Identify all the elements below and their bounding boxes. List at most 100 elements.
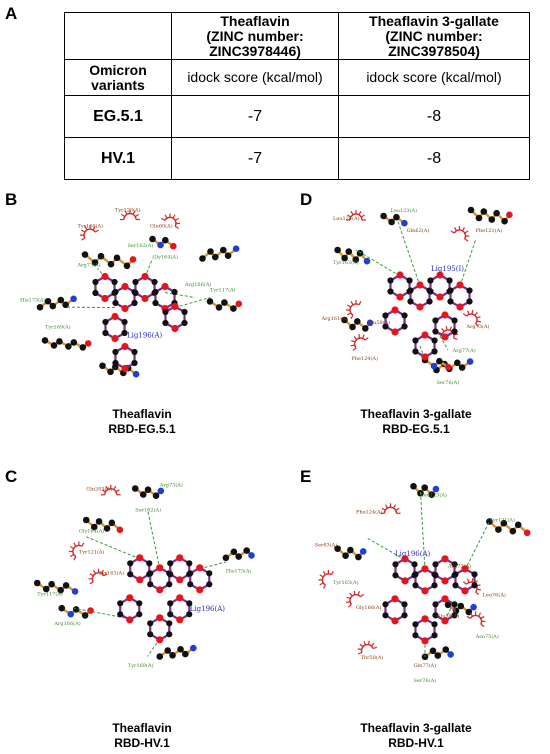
residue-atom xyxy=(230,548,238,556)
ligand-atom xyxy=(131,299,138,307)
ligand-atom xyxy=(136,576,144,584)
hydrogen-bond xyxy=(147,509,161,569)
ligand-atom xyxy=(456,281,464,289)
ligand-atom xyxy=(152,299,159,307)
residue-label: Tyr117(A) xyxy=(210,287,236,294)
ligand-atom xyxy=(392,561,399,568)
interaction-diagram-theaflavin-eg51: Tyr123(A)Tyr160(A)Gln60(A)Arg73(A)Ser162… xyxy=(15,200,265,395)
ligand-atom xyxy=(111,278,118,286)
ligand-atom xyxy=(446,277,453,284)
interaction-diagram-tf3g-eg51: Leu124(A)Leu123(A)Gln62(A)Phe121(A)Tyr16… xyxy=(310,200,540,400)
ligand-atom xyxy=(166,620,173,627)
ligand-atom xyxy=(447,287,454,294)
ligand-atom xyxy=(416,303,424,311)
residue-atom xyxy=(428,491,435,498)
residue-label: Arg161(A) xyxy=(321,315,348,322)
residue-atom xyxy=(33,579,41,587)
hydrophobic-contact-arc xyxy=(357,640,378,655)
hydrogen-bond xyxy=(367,537,406,561)
hydrophobic-contact-arc xyxy=(380,503,401,514)
ligand-atom xyxy=(111,312,119,321)
residue-atom xyxy=(432,485,440,493)
panel-label-b: B xyxy=(5,190,18,209)
ligand-atom xyxy=(412,337,419,344)
ligand-atom xyxy=(432,317,439,324)
residue-atom xyxy=(362,325,369,332)
residue-atom xyxy=(62,582,70,589)
ligand-atom xyxy=(131,348,138,356)
ligand-atom xyxy=(112,288,119,296)
ligand-atom xyxy=(412,632,419,639)
ligand-atom xyxy=(102,318,109,326)
residue-atom xyxy=(103,525,111,532)
residue-atom xyxy=(57,586,64,594)
residue-atom xyxy=(514,521,522,529)
residue-atom xyxy=(107,260,115,268)
residue-atom xyxy=(480,208,488,215)
residue-atom xyxy=(215,304,223,311)
empty-corner-cell xyxy=(64,12,172,60)
residue-label: Ser76(A) xyxy=(414,677,437,684)
residue-label: Phe124(A) xyxy=(351,355,378,362)
residue-atom xyxy=(359,548,367,555)
residue-atom xyxy=(221,299,228,306)
ligand-atom xyxy=(451,612,458,619)
residue-atom xyxy=(501,217,508,225)
ligand-atom xyxy=(431,582,438,589)
ligand-atom xyxy=(196,564,204,572)
ligand-atom xyxy=(466,298,473,305)
ligand-atom xyxy=(427,277,434,284)
ligand-atom xyxy=(451,601,458,608)
hydrophobic-contact-arc xyxy=(438,326,458,340)
residue-atom xyxy=(70,339,78,346)
residue-label: Leu76(A) xyxy=(483,591,506,598)
table-header-row: Theaflavin (ZINC number: ZINC3978446) Th… xyxy=(64,12,530,60)
ligand-atom xyxy=(126,594,134,602)
panel-label-d: D xyxy=(300,190,313,209)
ligand-atom xyxy=(102,329,109,337)
ligand-atom xyxy=(121,318,128,326)
ligand-atom xyxy=(167,600,174,607)
ligand-atom xyxy=(132,278,139,286)
ligplot-svg: Leu124(A)Leu123(A)Gln62(A)Phe121(A)Tyr16… xyxy=(321,206,513,386)
residue-atom xyxy=(162,236,169,244)
residue-atom xyxy=(334,246,341,254)
residue-atom xyxy=(157,241,164,249)
ligand-atom xyxy=(206,581,213,588)
residue-label: Gly166(A) xyxy=(356,604,382,611)
ligand-atom xyxy=(427,288,434,295)
panel-label-a: A xyxy=(5,4,18,23)
residue-atom xyxy=(113,254,121,262)
ligand-atom xyxy=(401,555,409,563)
residue-atom xyxy=(354,318,361,325)
residue-atom xyxy=(57,296,65,304)
table-row: HV.1 -7 -8 xyxy=(64,137,530,180)
ligand-atom xyxy=(452,582,459,589)
table-row: EG.5.1 -7 -8 xyxy=(64,95,530,138)
ligand-atom xyxy=(181,319,188,327)
residue-label: Gln62(A) xyxy=(407,227,430,234)
residue-label: His173(A) xyxy=(226,568,252,575)
residue-label: Arg166(A) xyxy=(184,281,211,288)
ligand-atom xyxy=(461,565,469,573)
residue-atom xyxy=(445,363,452,371)
residue-atom xyxy=(444,601,452,609)
ligand-atom xyxy=(117,611,124,618)
ligand-atom xyxy=(382,312,389,319)
ligand-atom xyxy=(156,614,164,622)
hydrogen-bond xyxy=(73,607,130,620)
residue-atom xyxy=(123,262,131,270)
hydrogen-bond xyxy=(355,249,401,277)
hydrogen-bond xyxy=(144,258,153,278)
ligand-atom xyxy=(461,587,469,595)
ligand-atom xyxy=(136,611,143,618)
residue-label: Leu124(A) xyxy=(333,215,360,222)
ligand-atom xyxy=(162,308,169,316)
residue-atom xyxy=(352,256,360,263)
hydrogen-bond xyxy=(439,335,449,351)
residue-atom xyxy=(388,218,395,226)
residue-label: Leu123(A) xyxy=(420,492,447,499)
ligand-atom xyxy=(121,329,128,337)
residue-atom xyxy=(470,603,477,611)
residue-atom xyxy=(157,487,165,495)
